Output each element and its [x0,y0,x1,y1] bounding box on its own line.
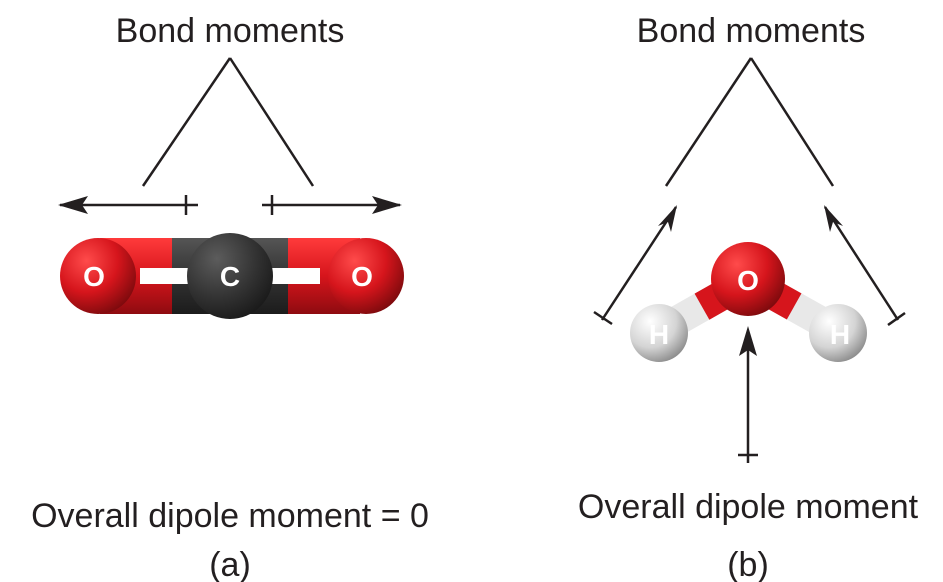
oxygen-atom-left [60,238,136,314]
panel-b: Bond moments [578,12,919,582]
water-molecule: O H H [630,242,867,362]
hydrogen-label-left: H [649,319,669,350]
oxygen-label-left: O [83,261,105,292]
panel-a-title-pointer-right [228,57,315,187]
bond-moment-arrow-right [262,195,402,215]
hydrogen-atom-right [809,304,867,362]
panel-a: Bond moments O C O [31,12,429,582]
hydrogen-label-right: H [830,319,850,350]
bond-moment-arrow-h-right [823,205,906,327]
oxygen-label-right: O [351,261,373,292]
panel-a-title: Bond moments [116,12,345,50]
panel-b-title: Bond moments [637,12,866,50]
overall-dipole-arrow [738,326,758,463]
oxygen-atom-center [711,242,785,316]
panel-a-title-pointer-left [141,57,232,187]
hydrogen-atom-left [630,304,688,362]
panel-b-caption: Overall dipole moment [578,488,919,526]
panel-b-sublabel: (b) [727,546,769,582]
bond-moment-arrow-left [58,195,198,215]
panel-b-title-pointer-left [664,57,753,187]
panel-b-title-pointer-right [749,57,835,187]
carbon-label: C [220,261,240,292]
bond-moment-arrow-h-left [593,205,678,326]
oxygen-atom-right [328,238,404,314]
co2-molecule: O C O [60,233,404,319]
carbon-atom [187,233,273,319]
panel-a-sublabel: (a) [209,546,251,582]
oxygen-label-center: O [737,265,759,296]
panel-a-caption: Overall dipole moment = 0 [31,497,429,535]
